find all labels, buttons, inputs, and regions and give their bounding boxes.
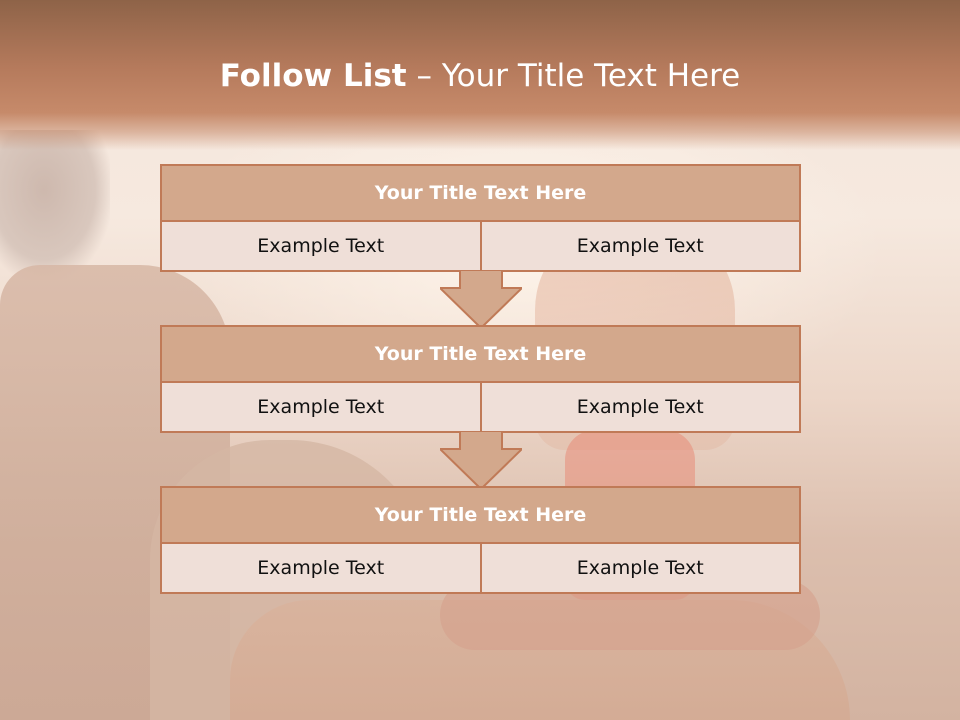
block-title: Your Title Text Here <box>160 164 801 222</box>
list-block-2: Your Title Text Here Example Text Exampl… <box>160 325 801 433</box>
block-cell-right: Example Text <box>479 383 800 431</box>
down-arrow-icon <box>440 270 522 328</box>
block-cell-left: Example Text <box>257 235 385 257</box>
block-row: Example Text Example Text <box>160 544 801 594</box>
block-title: Your Title Text Here <box>160 486 801 544</box>
block-title: Your Title Text Here <box>160 325 801 383</box>
background-tree <box>0 130 110 280</box>
list-block-1: Your Title Text Here Example Text Exampl… <box>160 164 801 272</box>
down-arrow-icon <box>440 431 522 489</box>
slide-title: Follow List – Your Title Text Here <box>0 58 960 94</box>
list-block-3: Your Title Text Here Example Text Exampl… <box>160 486 801 594</box>
block-cell-left: Example Text <box>257 396 385 418</box>
slide-title-bold: Follow List <box>219 58 407 94</box>
block-cell-left: Example Text <box>257 557 385 579</box>
title-band <box>0 0 960 150</box>
block-row: Example Text Example Text <box>160 383 801 433</box>
block-cell-right: Example Text <box>479 222 800 270</box>
block-cell-right: Example Text <box>479 544 800 592</box>
block-row: Example Text Example Text <box>160 222 801 272</box>
slide-title-rest: – Your Title Text Here <box>406 58 741 94</box>
